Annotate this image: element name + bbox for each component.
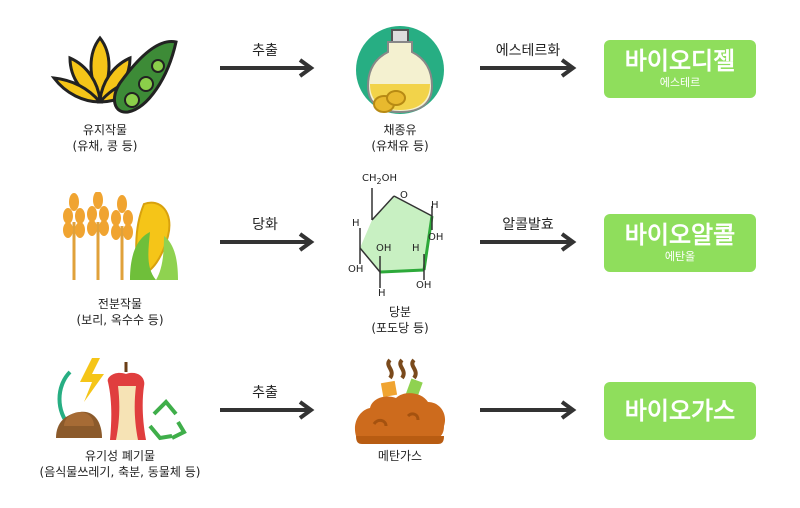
intermediate-label: 당분 [388, 305, 412, 319]
product-subtitle: 에스테르 [659, 76, 701, 89]
methane-compost-icon [354, 358, 446, 444]
glucose-oh-label: OH [416, 280, 432, 291]
product-box: 바이오가스 [604, 382, 756, 440]
oil-crop-icon [50, 35, 178, 114]
right-arrow-icon [480, 58, 577, 78]
product-subtitle: 에탄올 [664, 250, 696, 263]
intermediate-sublabel: (유채유 등) [371, 139, 429, 153]
oil-bottle-icon [356, 26, 444, 114]
intermediate-label: 채종유 [383, 123, 417, 137]
source-label: 유지작물 [82, 123, 128, 137]
right-arrow-icon [220, 58, 315, 78]
intermediate-sublabel: (포도당 등) [371, 321, 429, 335]
glucose-oh-label: OH [428, 232, 444, 243]
wheat-corn-icon [63, 192, 178, 280]
glucose-oh-label: OH [376, 243, 392, 254]
glucose-ring-oxygen: O [400, 190, 408, 201]
right-arrow-icon [220, 232, 315, 252]
right-arrow-icon [480, 400, 577, 420]
product-box: 바이오알콜 에탄올 [604, 214, 756, 272]
intermediate-label: 메탄가스 [377, 449, 423, 463]
glucose-ring-icon [359, 188, 434, 288]
glucose-ch2oh-label: CH2OH [362, 173, 397, 186]
right-arrow-icon [220, 400, 315, 420]
organic-waste-icon [56, 358, 187, 441]
arrow-label: 당화 [252, 217, 278, 233]
glucose-h-label: H [378, 288, 386, 299]
product-title: 바이오디젤 [624, 47, 736, 75]
source-sublabel: (보리, 옥수수 등) [76, 313, 164, 327]
product-title: 바이오가스 [624, 397, 736, 425]
arrow-label: 에스테르화 [495, 43, 561, 59]
arrow-label: 추출 [252, 43, 278, 59]
arrow-label: 추출 [252, 385, 278, 401]
glucose-h-label: H [412, 243, 420, 254]
right-arrow-icon [480, 232, 577, 252]
glucose-oh-label: OH [348, 264, 364, 275]
source-label: 유기성 폐기물 [84, 449, 156, 463]
product-title: 바이오알콜 [624, 221, 736, 249]
source-sublabel: (유채, 콩 등) [72, 139, 138, 153]
arrow-label: 알콜발효 [502, 217, 554, 233]
glucose-h-label: H [431, 200, 439, 211]
glucose-h-label: H [352, 218, 360, 229]
source-label: 전분작물 [97, 297, 143, 311]
product-box: 바이오디젤 에스테르 [604, 40, 756, 98]
source-sublabel: (음식물쓰레기, 축분, 동물체 등) [39, 465, 201, 479]
